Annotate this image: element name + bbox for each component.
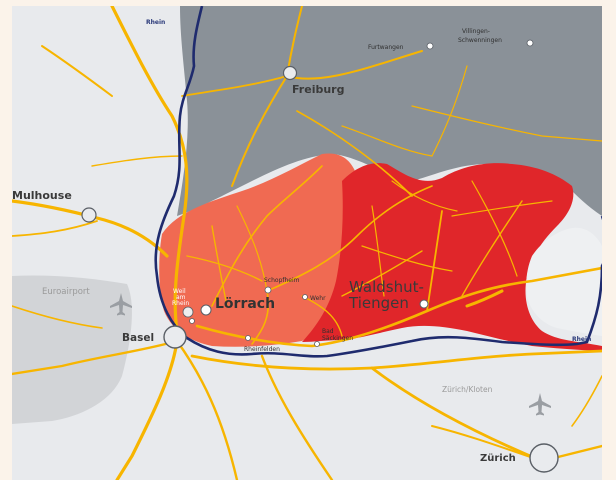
label-rheinfelden: Rheinfelden [244,346,280,353]
label-euroairport: Euroairport [42,287,90,297]
label-villingen-2: Schwenningen [458,37,502,44]
map-labels: Rhein Rhein Furtwangen Villingen- Schwen… [12,19,591,464]
label-basel: Basel [122,332,154,344]
city-marker-villingen [526,39,534,47]
label-weil-1: Weil [173,288,186,295]
city-marker-zurich [529,443,559,473]
city-marker-weil-area [182,306,194,318]
label-villingen-1: Villingen- [462,28,490,35]
switzerland-enclave [526,227,602,336]
label-wehr: Wehr [310,295,326,302]
label-weil-3: Rhein [172,300,189,307]
city-marker-basel [163,325,187,349]
city-marker-furtwangen [426,42,434,50]
map-frame: Rhein Rhein Furtwangen Villingen- Schwen… [12,6,602,480]
city-marker-waldshut [419,299,429,309]
label-furtwangen: Furtwangen [368,44,404,51]
city-markers [81,39,559,473]
airplane-icon [110,293,132,316]
label-zurich-kloten: Zürich/Kloten [442,385,493,394]
label-freiburg: Freiburg [292,83,344,96]
city-marker-bad-saeckingen [314,341,320,347]
label-zurich: Zürich [480,453,516,464]
label-rhein-north: Rhein [146,19,165,26]
label-rhein-east: Rhein [572,336,591,343]
city-marker-rheinfelden [245,335,251,341]
city-marker-wehr [302,294,308,300]
label-weil-2: am [176,294,186,301]
label-schopfheim: Schopfheim [264,277,300,284]
label-waldshut-1: Waldshut- [349,278,424,296]
map-canvas: Rhein Rhein Furtwangen Villingen- Schwen… [12,6,602,480]
label-loerrach: Lörrach [215,296,275,312]
city-marker-loerrach [200,304,212,316]
label-waldshut-2: Tiengen [348,294,409,312]
airplane-icon [529,393,551,416]
road-network [12,6,602,480]
city-marker-freiburg [282,65,298,81]
label-mulhouse: Mulhouse [12,189,72,202]
label-bad-2: Säckingen [322,335,353,342]
urban-area-france [12,275,132,424]
region-waldshut [302,163,602,351]
city-marker-weil [189,318,195,324]
label-bad-1: Bad [322,328,334,335]
border-rhine [154,6,602,358]
city-marker-schopfheim [264,286,272,294]
city-marker-mulhouse [81,207,97,223]
